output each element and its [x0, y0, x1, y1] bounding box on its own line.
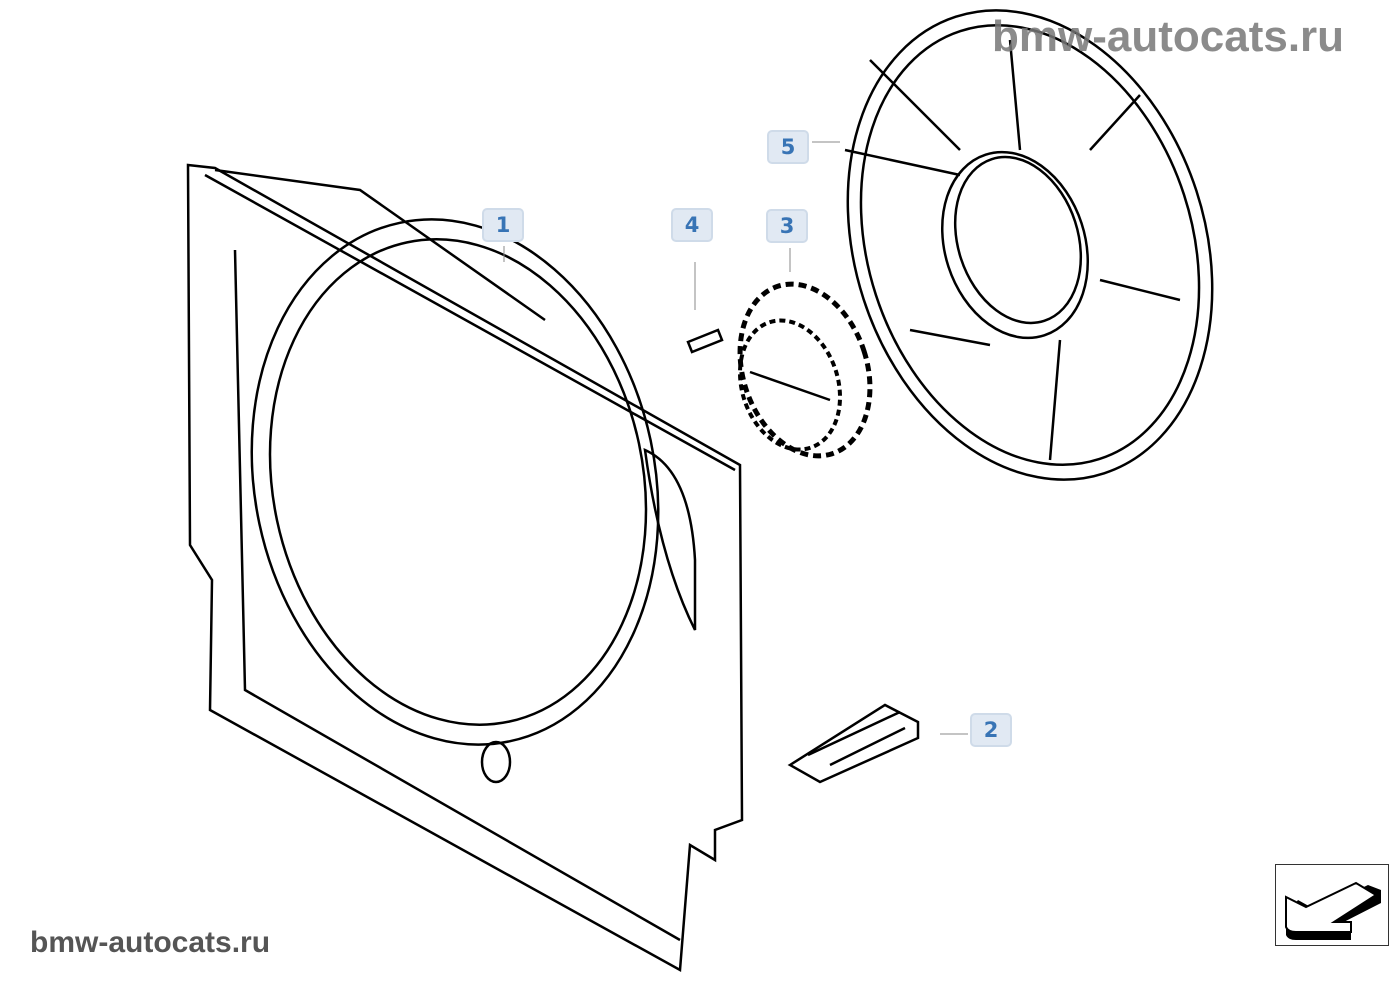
fan-clutch-drawing — [737, 281, 873, 459]
leader-lines — [503, 141, 968, 735]
arrow-back-icon — [1285, 881, 1381, 940]
fan-shroud-drawing — [186, 163, 744, 973]
callout-5[interactable]: 5 — [767, 130, 809, 164]
watermark-top: bmw-autocats.ru — [992, 12, 1345, 61]
clip-drawing — [787, 703, 920, 784]
watermark-bottom: bmw-autocats.ru — [30, 926, 271, 959]
bolt-drawing — [686, 262, 724, 354]
callout-2[interactable]: 2 — [970, 713, 1012, 747]
callout-1[interactable]: 1 — [482, 208, 524, 242]
callout-4[interactable]: 4 — [671, 208, 713, 242]
fan-impeller-drawing — [844, 9, 1214, 481]
callout-3[interactable]: 3 — [766, 209, 808, 243]
back-navigation-button[interactable] — [1275, 864, 1389, 946]
